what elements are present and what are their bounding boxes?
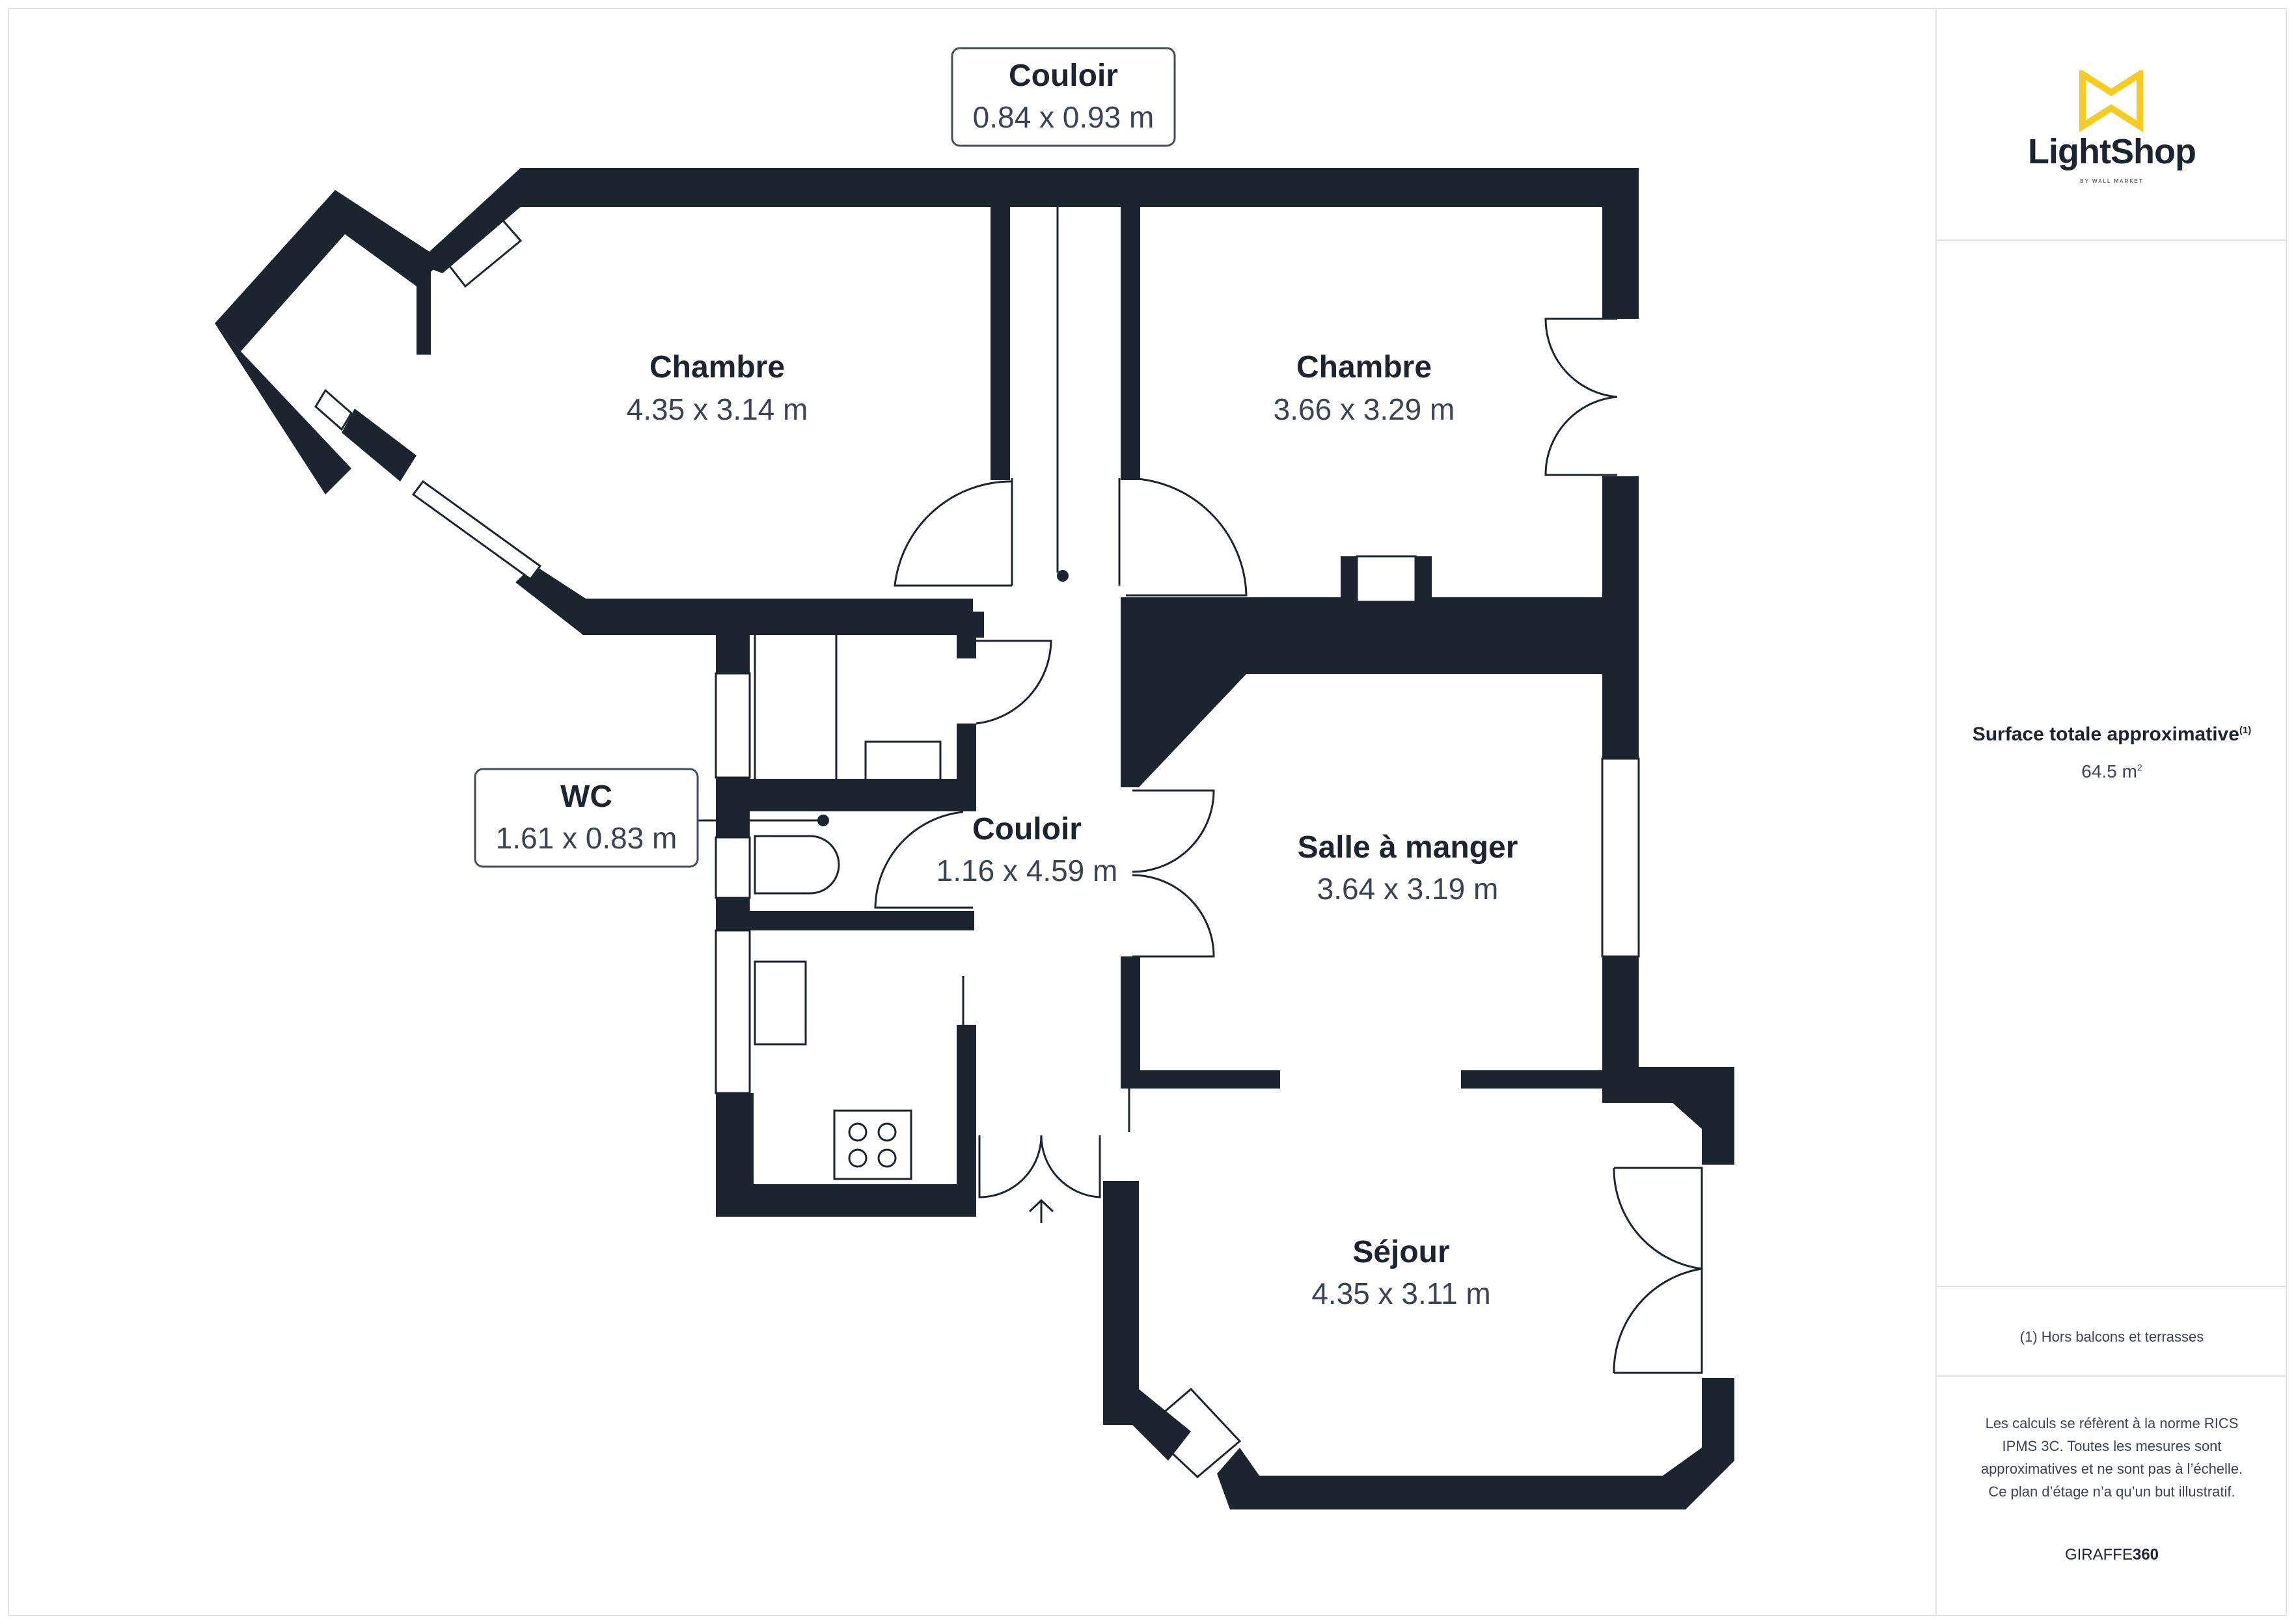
burner-2 — [877, 1122, 897, 1142]
disclaimer: Les calculs se réfèrent à la norme RICS … — [1980, 1415, 2243, 1500]
burner-1 — [848, 1122, 868, 1142]
area-title: Surface totale approximative(1) — [1972, 724, 2252, 745]
window-bath — [715, 672, 751, 779]
wall-right-mid — [1602, 476, 1639, 604]
wall-corr-right-lower — [1121, 956, 1140, 1074]
entrance-arrowhead — [1028, 1198, 1054, 1213]
window-bay-small — [314, 388, 353, 431]
callout-name-couloir: Couloir — [1009, 59, 1118, 93]
toilet — [754, 835, 840, 895]
wall-bay-outer — [215, 190, 443, 351]
door-balcony-top — [1544, 318, 1618, 398]
wall-bath-right-top — [957, 635, 976, 658]
wall-diag-lower — [515, 565, 586, 634]
wall-kitchen-bottom — [716, 1184, 976, 1217]
brand-footer: GIRAFFE360 — [2064, 1546, 2159, 1563]
wall-bay-stub — [342, 409, 417, 481]
room-name-bedroom2: Chambre — [1296, 350, 1432, 385]
callout-dim-wc: 1.61 x 0.83 m — [496, 821, 677, 855]
callout-name-wc: WC — [560, 779, 612, 814]
room-name-living: Séjour — [1352, 1235, 1449, 1269]
room-name-dining: Salle à manger — [1298, 830, 1518, 865]
burner-4 — [877, 1148, 897, 1168]
door-balcony-bottom — [1544, 396, 1618, 476]
radiator-bay — [441, 213, 523, 288]
window-bay — [411, 480, 542, 581]
wall-right-dining-top — [1602, 674, 1639, 759]
sink-bath — [864, 740, 942, 782]
radiator-dining — [1140, 655, 1219, 734]
wall-middle — [1121, 597, 1639, 674]
wall-wc-left-top — [716, 811, 750, 837]
divider — [1937, 1375, 2287, 1377]
wall-top — [521, 168, 1639, 207]
wall-right-upper — [1602, 168, 1639, 319]
windows — [314, 388, 1640, 1094]
bathtub — [754, 617, 838, 782]
wall-kitchen-right — [957, 1025, 976, 1217]
door-wc — [874, 811, 973, 909]
wall-living-corner-left — [1103, 1389, 1191, 1461]
door-dining-top — [1132, 789, 1215, 873]
logo-subtitle: BY WALL MARKET — [2080, 178, 2144, 184]
area-value: 64.5 m2 — [2081, 761, 2142, 781]
wall-right-step — [1602, 1067, 1734, 1165]
door-entrance-right — [1040, 1135, 1101, 1198]
callout-box-wc — [474, 768, 699, 868]
wall-bedroom1-bottom — [582, 599, 973, 635]
door-dining-bottom — [1132, 874, 1215, 958]
door-bath — [976, 640, 1052, 725]
wall-divider-right — [1461, 1070, 1602, 1089]
leader-dot-couloir — [1057, 570, 1069, 582]
wall-bay-top — [417, 168, 521, 273]
kitchen-sink — [754, 960, 807, 1046]
room-dim-bedroom2: 3.66 x 3.29 m — [1274, 392, 1455, 426]
wall-bath-right — [957, 724, 976, 811]
stove — [833, 1109, 912, 1180]
room-dim-dining: 3.64 x 3.19 m — [1317, 872, 1499, 906]
wall-divider-left — [1121, 1070, 1280, 1089]
divider — [1937, 239, 2287, 241]
wall-wc-bottom — [750, 911, 974, 930]
room-dim-corridor: 1.16 x 4.59 m — [936, 854, 1118, 887]
room-name-corridor: Couloir — [972, 812, 1082, 846]
radiator-living — [1143, 1387, 1242, 1479]
window-kitchen — [715, 929, 751, 1094]
lightshop-logo-icon — [2079, 70, 2143, 133]
sidebar: LightShop BY WALL MARKET Surface totale … — [1935, 8, 2287, 1616]
room-dim-bedroom1: 4.35 x 3.14 m — [627, 392, 808, 426]
wall-middle-diag — [1121, 674, 1246, 787]
divider — [1937, 1286, 2287, 1287]
wall-bay-left — [215, 323, 351, 494]
fixtures — [441, 213, 1242, 1479]
page-frame — [8, 8, 2287, 1616]
door-bedroom1 — [894, 480, 1013, 587]
walls — [215, 168, 1734, 1509]
wall-living-left — [1103, 1181, 1139, 1389]
doors — [696, 207, 1703, 1374]
wall-wc-left-bottom — [716, 898, 750, 930]
wall-bay-inner — [417, 257, 431, 355]
leader-dot-wc — [817, 815, 829, 826]
door-entrance-left — [978, 1135, 1043, 1198]
wall-corridor-right — [1121, 207, 1140, 480]
door-living-top — [1613, 1167, 1703, 1270]
door-living-bottom — [1613, 1267, 1703, 1374]
door-bedroom2 — [1125, 477, 1248, 597]
callout-box-couloir — [951, 47, 1176, 147]
wall-stub-a — [958, 612, 984, 638]
wall-living-bottom — [1217, 1378, 1734, 1509]
window-dining — [1601, 757, 1640, 958]
window-wc — [715, 836, 751, 899]
wall-corridor-left — [991, 207, 1010, 480]
burner-3 — [848, 1148, 868, 1168]
wall-bath-bottom — [716, 779, 963, 811]
window-chimney — [1356, 555, 1417, 603]
callout-dim-couloir: 0.84 x 0.93 m — [973, 100, 1155, 134]
room-name-bedroom1: Chambre — [649, 350, 785, 385]
logo-name: LightShop — [2028, 132, 2196, 171]
footnote: (1) Hors balcons et terrasses — [2019, 1329, 2204, 1345]
room-dim-living: 4.35 x 3.11 m — [1311, 1277, 1490, 1310]
